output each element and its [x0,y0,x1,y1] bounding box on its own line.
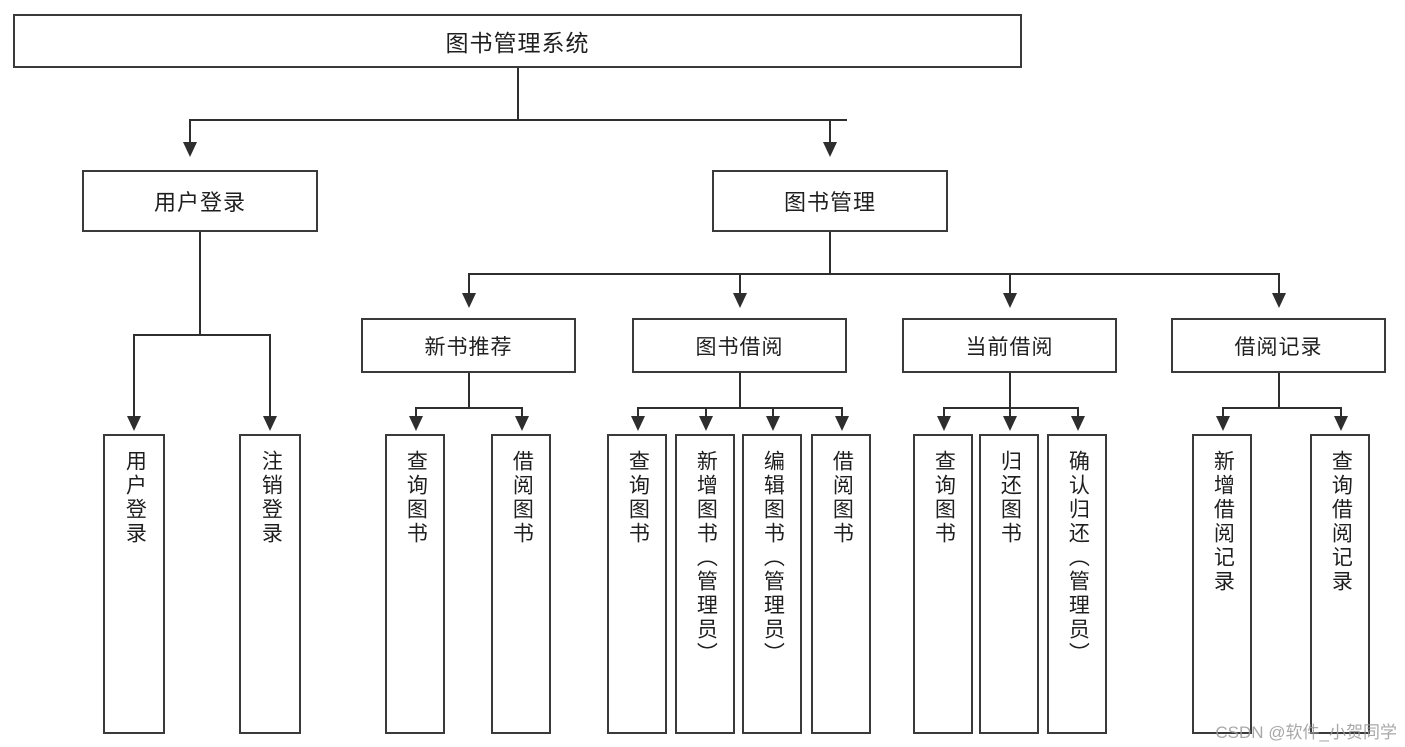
node-label: 借阅记录 [1234,335,1323,359]
connector-cb-branch-2 [1009,407,1011,418]
connector-bb-stem [739,373,741,408]
leaf-nbr-query-book[interactable]: 查询图书 [385,434,445,734]
arrow-to-leaf-logout-login [263,416,277,431]
leaf-label: 确认归还（管理员） [1066,450,1090,666]
connector-root-stem [517,68,519,120]
connector-nbr-splitter [415,407,521,409]
arrow-to-leaf-bb-query-book [631,416,645,431]
connector-br-branch-1 [1222,407,1224,418]
connector-nbr-branch-2 [521,407,523,418]
node-new-book-recommend[interactable]: 新书推荐 [361,318,576,373]
connector-bb-branch-2 [705,407,707,418]
connector-cb-branch-1 [943,407,945,418]
leaf-cb-query-book[interactable]: 查询图书 [913,434,973,734]
arrow-to-leaf-br-add-record [1216,416,1230,431]
leaf-label: 查询借阅记录 [1329,450,1353,594]
connector-bm-branch-2 [739,273,741,295]
connector-cb-stem [1009,373,1011,408]
connector-bm-branch-4 [1278,273,1280,295]
leaf-label: 借阅图书 [510,450,534,546]
connector-book-management-splitter [468,273,1278,275]
arrow-to-leaf-nbr-query-book [409,416,423,431]
leaf-bb-add-book[interactable]: 新增图书（管理员） [675,434,735,734]
arrow-root-to-book-management [823,142,837,157]
connector-user-login-branch-2 [269,334,271,418]
connector-user-login-stem [199,232,201,335]
node-label: 图书借阅 [695,335,784,359]
node-label: 新书推荐 [424,335,513,359]
leaf-label: 新增图书（管理员） [694,450,718,666]
connector-bb-splitter [637,407,841,409]
arrow-to-book-borrow [733,293,747,308]
arrow-to-leaf-br-query-record [1334,416,1348,431]
leaf-label: 借阅图书 [830,450,854,546]
connector-br-stem [1278,373,1280,408]
connector-cb-branch-3 [1077,407,1079,418]
connector-nbr-stem [468,373,470,408]
node-label: 用户登录 [153,190,246,215]
node-current-borrow[interactable]: 当前借阅 [902,318,1117,373]
leaf-label: 查询图书 [626,450,650,546]
arrow-to-borrow-record [1272,293,1286,308]
leaf-user-login[interactable]: 用户登录 [103,434,165,734]
node-label: 图书管理系统 [445,30,590,56]
arrow-to-current-borrow [1003,293,1017,308]
connector-root-to-book-management [829,119,831,144]
leaf-label: 查询图书 [932,450,956,546]
leaf-nbr-borrow-book[interactable]: 借阅图书 [491,434,551,734]
node-book-management[interactable]: 图书管理 [712,170,948,232]
connector-br-branch-2 [1340,407,1342,418]
node-book-borrow[interactable]: 图书借阅 [632,318,847,373]
leaf-cb-return-book[interactable]: 归还图书 [979,434,1039,734]
leaf-br-add-record[interactable]: 新增借阅记录 [1192,434,1252,734]
leaf-label: 编辑图书（管理员） [761,450,785,666]
leaf-logout-login[interactable]: 注销登录 [239,434,301,734]
leaf-label: 查询图书 [404,450,428,546]
arrow-to-leaf-bb-borrow-book [835,416,849,431]
leaf-bb-query-book[interactable]: 查询图书 [607,434,667,734]
node-user-login[interactable]: 用户登录 [82,170,318,232]
node-root-book-management-system[interactable]: 图书管理系统 [13,14,1022,68]
leaf-label: 新增借阅记录 [1211,450,1235,594]
connector-bb-branch-1 [637,407,639,418]
leaf-bb-borrow-book[interactable]: 借阅图书 [811,434,871,734]
arrow-to-new-book-recommend [462,293,476,308]
connector-br-splitter [1222,407,1340,409]
connector-nbr-branch-1 [415,407,417,418]
connector-root-splitter [189,119,847,121]
arrow-to-leaf-bb-edit-book [766,416,780,431]
connector-user-login-branch-1 [133,334,135,418]
leaf-br-query-record[interactable]: 查询借阅记录 [1310,434,1370,734]
arrow-root-to-user-login [183,142,197,157]
connector-bb-branch-3 [772,407,774,418]
leaf-label: 注销登录 [259,450,283,546]
leaf-label: 归还图书 [998,450,1022,546]
connector-bb-branch-4 [841,407,843,418]
arrow-to-leaf-bb-add-book [699,416,713,431]
node-label: 当前借阅 [965,335,1054,359]
connector-bm-branch-3 [1009,273,1011,295]
node-label: 图书管理 [783,190,876,215]
leaf-bb-edit-book[interactable]: 编辑图书（管理员） [742,434,802,734]
connector-user-login-splitter [133,334,269,336]
arrow-to-leaf-user-login [127,416,141,431]
connector-bm-branch-1 [468,273,470,295]
leaf-cb-confirm-return[interactable]: 确认归还（管理员） [1047,434,1107,734]
arrow-to-leaf-cb-query-book [937,416,951,431]
arrow-to-leaf-cb-confirm-return [1071,416,1085,431]
arrow-to-leaf-nbr-borrow-book [515,416,529,431]
node-borrow-record[interactable]: 借阅记录 [1171,318,1386,373]
arrow-to-leaf-cb-return-book [1003,416,1017,431]
connector-book-management-stem [829,232,831,274]
leaf-label: 用户登录 [123,450,147,546]
connector-root-to-user-login [189,119,191,144]
